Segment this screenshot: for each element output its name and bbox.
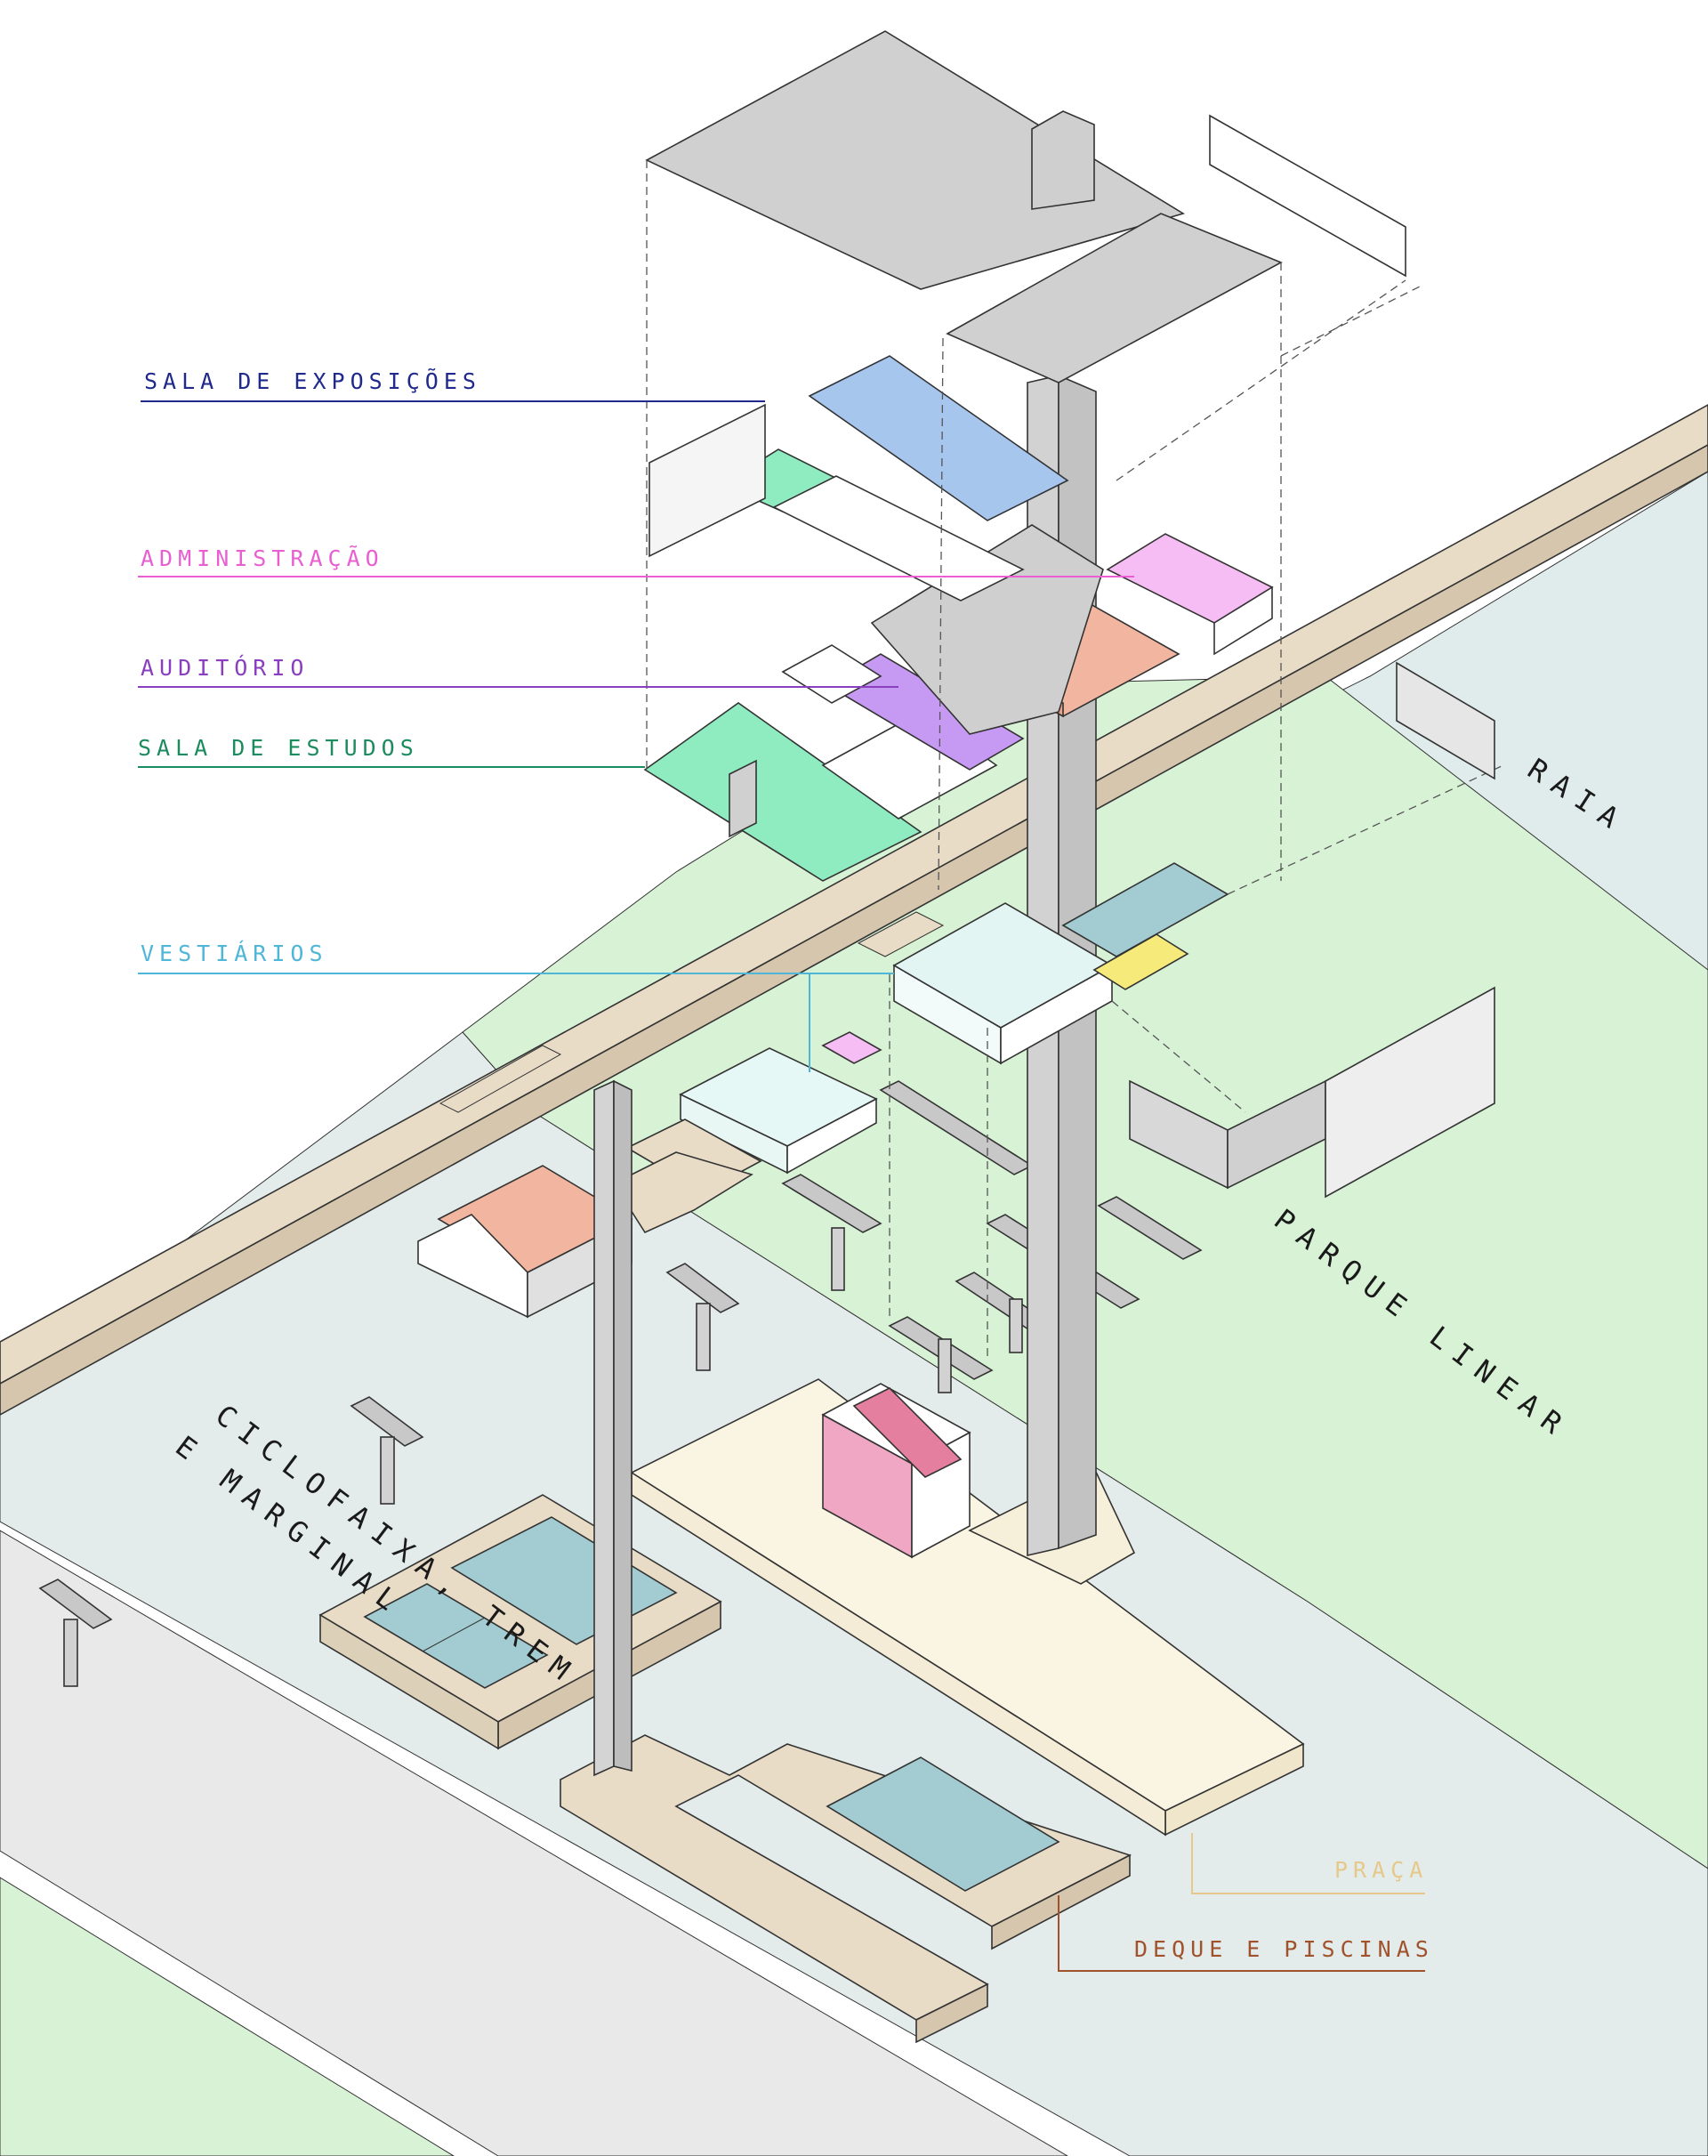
shade-center-post: [696, 1303, 711, 1371]
roof-stair-core: [1031, 110, 1095, 210]
bottom-green-area: [0, 1877, 455, 2156]
pool-2: [826, 1756, 1060, 1892]
bridge-side: [0, 444, 1708, 1416]
shade-center-top: [665, 1263, 740, 1313]
floor-administracao: [1106, 533, 1274, 656]
stair-cube-stairs: [852, 1387, 963, 1478]
projection-lines: [646, 160, 1504, 1357]
shade-left-post: [63, 1619, 78, 1687]
roof-parapet: [1209, 114, 1406, 278]
roof: [645, 30, 1406, 384]
exposicoes-glass: [649, 403, 766, 558]
facade-panel-top: [1396, 661, 1495, 780]
estudos-wall: [729, 759, 757, 838]
estudos-slab: [643, 702, 922, 882]
facade-panels: [1129, 661, 1495, 1199]
label-auditorio: AUDITÓRIO: [141, 654, 309, 681]
label-sala-estudos: SALA DE ESTUDOS: [138, 735, 419, 761]
mid-box-right: [786, 1097, 877, 1175]
secondary-column: [593, 1079, 632, 1777]
lower-pavilion-mid: [679, 1031, 882, 1175]
administracao-front: [1213, 585, 1273, 656]
bench-6: [781, 1174, 882, 1233]
lower-walkway-2: [612, 1151, 753, 1234]
deck-2-side: [915, 1982, 988, 2044]
auditorio-box: [781, 644, 882, 704]
road-area: [0, 1530, 1068, 2156]
label-sala-exposicoes: SALA DE EXPOSIÇÕES: [144, 367, 481, 394]
label-praca: PRAÇA: [1334, 1857, 1428, 1883]
bench-3: [1097, 1196, 1203, 1260]
vestiarios-pavilion: [892, 862, 1229, 1065]
pool-1b: [363, 1583, 549, 1689]
shade-left-top: [38, 1579, 113, 1629]
secondary-column-left: [593, 1079, 615, 1777]
exposicoes-blue: [808, 355, 1069, 521]
label-deque-piscinas: DEQUE E PISCINAS: [1134, 1936, 1434, 1962]
mid-box-pink: [821, 1031, 882, 1064]
exposicoes-room: [772, 475, 1025, 602]
facade-panel-grid: [1325, 986, 1495, 1199]
bench-post-a: [831, 1227, 845, 1291]
shade-mid-top: [350, 1396, 424, 1447]
leader-praca: [1191, 1833, 1425, 1894]
bench-post-b: [938, 1338, 952, 1393]
leader-lines: [138, 400, 1425, 1972]
label-vestiarios: VESTIÁRIOS: [141, 941, 328, 966]
shade-mid-post: [380, 1436, 395, 1505]
roof-slab-1: [645, 30, 1185, 290]
vestiarios-yellow: [1092, 933, 1189, 990]
praca-slab: [630, 1378, 1305, 1837]
bench-post-c: [1009, 1298, 1023, 1353]
stair-cube: [821, 1383, 971, 1559]
deck-1-side-left: [319, 1613, 499, 1750]
pool-1b-divider: [422, 1617, 486, 1652]
secondary-column-right: [613, 1079, 632, 1772]
bridge-ramp-1: [439, 1045, 562, 1113]
deck-2-side-b: [991, 1853, 1131, 1950]
leader-deque: [1058, 1895, 1425, 1972]
bridge-ramp-2: [857, 911, 945, 957]
floor-auditorio: [781, 644, 1025, 771]
label-administracao: ADMINISTRAÇÃO: [141, 545, 384, 571]
floor-exposicoes: [649, 355, 1069, 602]
